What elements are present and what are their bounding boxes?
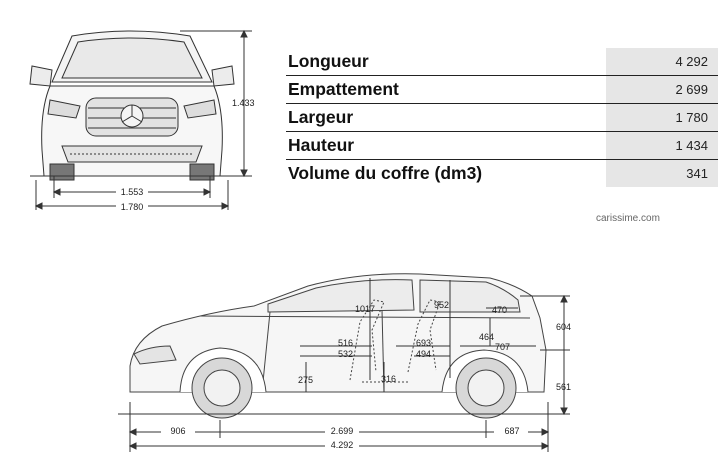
spec-label: Empattement — [288, 79, 399, 99]
front-view-diagram: 1.553 1.780 1.433 — [29, 29, 255, 212]
trunk-height-dimension: 464 — [479, 332, 494, 342]
spec-label: Hauteur — [288, 135, 355, 155]
spec-row-largeur: Largeur 1 780 — [286, 104, 718, 132]
spec-label: Largeur — [288, 107, 354, 127]
lower-height-dimension: 561 — [556, 382, 571, 392]
spec-row-hauteur: Hauteur 1 434 — [286, 132, 718, 160]
rear-overhang-dimension: 687 — [504, 426, 519, 436]
wheelbase-dimension: 2.699 — [331, 426, 354, 436]
rear-seat-height-dimension: 316 — [381, 374, 396, 384]
front-height-dimension: 1.433 — [232, 98, 255, 108]
spec-value: 1 780 — [606, 104, 718, 131]
front-legroom-b-dimension: 532 — [338, 349, 353, 359]
spec-row-volume-coffre: Volume du coffre (dm3) 341 — [286, 160, 718, 187]
front-seat-height-dimension: 275 — [298, 375, 313, 385]
spec-value: 1 434 — [606, 132, 718, 159]
spec-row-longueur: Longueur 4 292 — [286, 48, 718, 76]
trunk-length-top-dimension: 470 — [492, 305, 507, 315]
spec-table: Longueur 4 292 Empattement 2 699 Largeur… — [286, 48, 718, 187]
upper-height-dimension: 604 — [556, 322, 571, 332]
trunk-length-floor-dimension: 707 — [495, 342, 510, 352]
spec-label: Longueur — [288, 51, 369, 71]
overall-length-dimension: 4.292 — [331, 440, 354, 450]
front-legroom-a-dimension: 516 — [338, 338, 353, 348]
rear-headroom-dimension: 952 — [434, 300, 449, 310]
spec-value: 4 292 — [606, 48, 718, 75]
rear-legroom-a-dimension: 693 — [416, 338, 431, 348]
spec-value: 2 699 — [606, 76, 718, 103]
front-width-dimension: 1.780 — [121, 202, 144, 212]
spec-row-empattement: Empattement 2 699 — [286, 76, 718, 104]
source-credit: carissime.com — [596, 213, 660, 224]
spec-label: Volume du coffre (dm3) — [288, 163, 483, 183]
rear-legroom-b-dimension: 494 — [416, 349, 431, 359]
front-track-dimension: 1.553 — [121, 187, 144, 197]
front-overhang-dimension: 906 — [170, 426, 185, 436]
front-headroom-dimension: 1017 — [355, 304, 375, 314]
spec-value: 341 — [606, 160, 718, 187]
